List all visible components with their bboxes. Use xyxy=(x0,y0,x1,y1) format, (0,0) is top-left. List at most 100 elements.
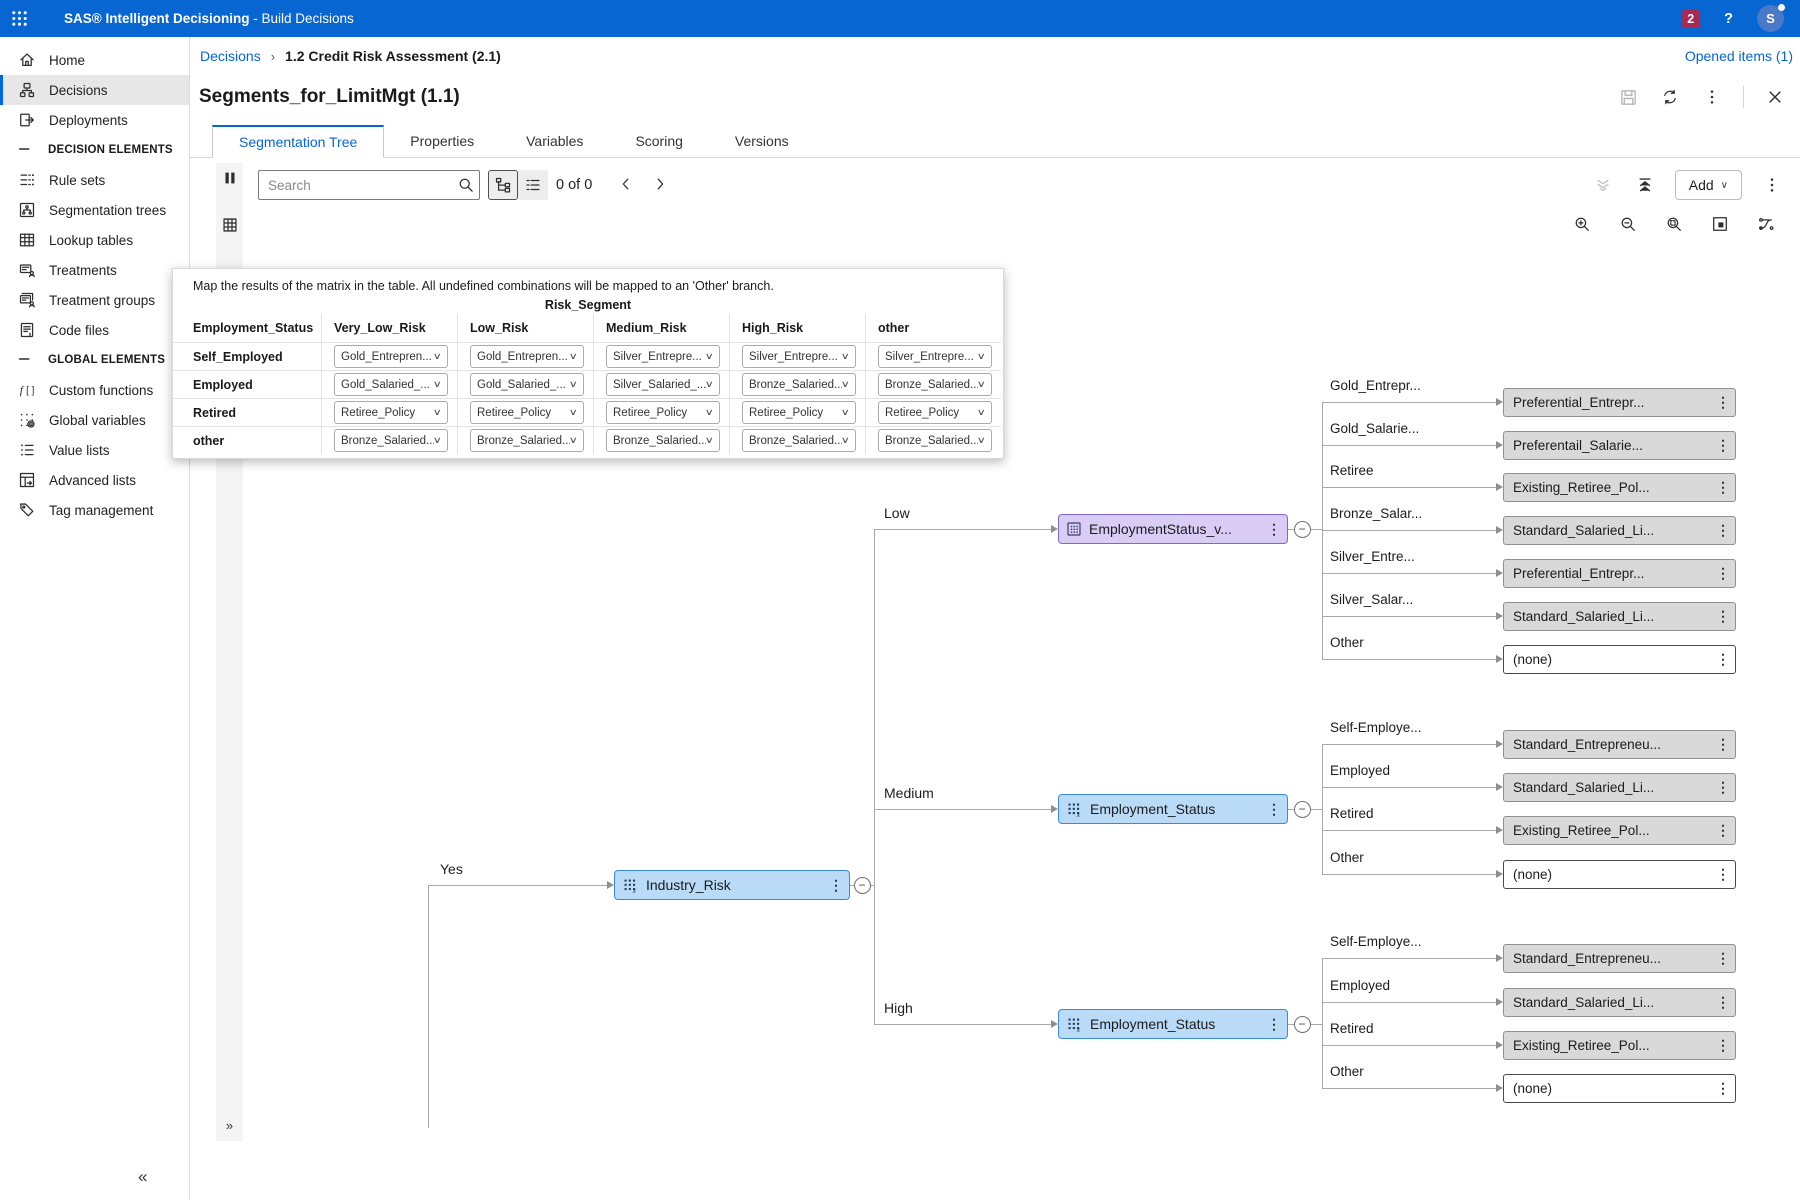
list-view-button[interactable] xyxy=(518,170,548,200)
leaf-menu-icon[interactable]: ⋮ xyxy=(1716,822,1730,838)
leaf-menu-icon[interactable]: ⋮ xyxy=(1716,651,1730,667)
sidebar-item-code-files[interactable]: Code files xyxy=(0,315,189,345)
leaf-menu-icon[interactable]: ⋮ xyxy=(1716,437,1730,453)
leaf-node[interactable]: Preferential_Entrepr...⋮ xyxy=(1503,388,1736,417)
save-icon[interactable] xyxy=(1617,86,1639,108)
sidebar-item-tag-management[interactable]: Tag management xyxy=(0,495,189,525)
leaf-node[interactable]: Standard_Salaried_Li...⋮ xyxy=(1503,988,1736,1017)
collapse-all-icon[interactable] xyxy=(1633,173,1657,197)
node-menu-icon[interactable]: ⋮ xyxy=(1267,1015,1281,1032)
sidebar-item-advanced-lists[interactable]: Advanced lists xyxy=(0,465,189,495)
tab-scoring[interactable]: Scoring xyxy=(635,132,683,149)
overview-icon[interactable] xyxy=(1708,212,1732,236)
node-menu-icon[interactable]: ⋮ xyxy=(1267,520,1281,537)
collapse-branch-icon[interactable]: − xyxy=(1293,520,1311,538)
leaf-node[interactable]: Standard_Salaried_Li...⋮ xyxy=(1503,602,1736,631)
leaf-menu-icon[interactable]: ⋮ xyxy=(1716,479,1730,495)
leaf-node[interactable]: Preferential_Entrepr...⋮ xyxy=(1503,559,1736,588)
zoom-fit-icon[interactable] xyxy=(1662,212,1686,236)
matrix-cell-dropdown[interactable]: Retiree_Policy∨ xyxy=(742,401,856,424)
sidebar-item-treatments[interactable]: Treatments xyxy=(0,255,189,285)
search-input[interactable] xyxy=(259,177,453,193)
leaf-menu-icon[interactable]: ⋮ xyxy=(1716,779,1730,795)
node-menu-icon[interactable]: ⋮ xyxy=(829,876,843,893)
sidebar-item-home[interactable]: Home xyxy=(0,45,189,75)
leaf-node[interactable]: Standard_Salaried_Li...⋮ xyxy=(1503,516,1736,545)
matrix-cell-dropdown[interactable]: Retiree_Policy∨ xyxy=(334,401,448,424)
tab-versions[interactable]: Versions xyxy=(734,132,789,149)
close-icon[interactable] xyxy=(1764,86,1786,108)
leaf-node[interactable]: Existing_Retiree_Pol...⋮ xyxy=(1503,816,1736,845)
matrix-cell-dropdown[interactable]: Bronze_Salaried...∨ xyxy=(334,429,448,452)
leaf-node[interactable]: Preferentail_Salarie...⋮ xyxy=(1503,431,1736,460)
matrix-cell-dropdown[interactable]: Retiree_Policy∨ xyxy=(470,401,584,424)
matrix-cell-dropdown[interactable]: Gold_Entrepren...∨ xyxy=(470,345,584,368)
matrix-cell-dropdown[interactable]: Bronze_Salaried...∨ xyxy=(470,429,584,452)
help-icon[interactable]: ? xyxy=(1724,10,1733,27)
sidebar-item-global-variables[interactable]: Global variables xyxy=(0,405,189,435)
sidebar-item-decisions[interactable]: Decisions xyxy=(0,75,189,105)
auto-layout-icon[interactable] xyxy=(1754,212,1778,236)
tab-segmentation-tree[interactable]: Segmentation Tree xyxy=(212,125,385,158)
filter-icon[interactable] xyxy=(1591,173,1615,197)
matrix-cell-dropdown[interactable]: Silver_Entrepre...∨ xyxy=(878,345,992,368)
matrix-cell-dropdown[interactable]: Silver_Entrepre...∨ xyxy=(742,345,856,368)
node-menu-icon[interactable]: ⋮ xyxy=(1267,800,1281,817)
leaf-menu-icon[interactable]: ⋮ xyxy=(1716,608,1730,624)
leaf-menu-icon[interactable]: ⋮ xyxy=(1716,866,1730,882)
sidebar-item-value-lists[interactable]: Value lists xyxy=(0,435,189,465)
tab-properties[interactable]: Properties xyxy=(410,132,475,149)
matrix-cell-dropdown[interactable]: Bronze_Salaried...∨ xyxy=(742,429,856,452)
panel-toggle-icon[interactable] xyxy=(216,163,243,192)
zoom-out-icon[interactable] xyxy=(1616,212,1640,236)
prev-match-icon[interactable] xyxy=(614,171,638,197)
leaf-menu-icon[interactable]: ⋮ xyxy=(1716,522,1730,538)
sidebar-item-deployments[interactable]: Deployments xyxy=(0,105,189,135)
matrix-cell-dropdown[interactable]: Gold_Salaried_...∨ xyxy=(334,373,448,396)
strip-expand-button[interactable]: » xyxy=(225,1118,234,1133)
collapse-branch-icon[interactable]: − xyxy=(1293,1015,1311,1033)
sidebar-item-treatment-groups[interactable]: Treatment groups xyxy=(0,285,189,315)
search-icon[interactable] xyxy=(453,176,479,194)
notification-badge[interactable]: 2 xyxy=(1681,9,1701,28)
matrix-cell-dropdown[interactable]: Silver_Entrepre...∨ xyxy=(606,345,720,368)
leaf-node[interactable]: (none)⋮ xyxy=(1503,860,1736,889)
matrix-cell-dropdown[interactable]: Gold_Entrepren...∨ xyxy=(334,345,448,368)
sidebar-item-segmentation-trees[interactable]: Segmentation trees xyxy=(0,195,189,225)
matrix-cell-dropdown[interactable]: Silver_Salaried_...∨ xyxy=(606,373,720,396)
tree-view-button[interactable] xyxy=(488,170,518,200)
leaf-node[interactable]: (none)⋮ xyxy=(1503,1074,1736,1103)
app-switcher-icon[interactable] xyxy=(0,0,38,37)
leaf-menu-icon[interactable]: ⋮ xyxy=(1716,394,1730,410)
leaf-menu-icon[interactable]: ⋮ xyxy=(1716,994,1730,1010)
leaf-node[interactable]: Standard_Salaried_Li...⋮ xyxy=(1503,773,1736,802)
toolbar-overflow-icon[interactable] xyxy=(1760,173,1784,197)
avatar[interactable]: S xyxy=(1757,4,1785,32)
add-button[interactable]: Add∨ xyxy=(1674,170,1742,200)
matrix-table-icon[interactable] xyxy=(216,210,243,239)
sidebar-item-rule-sets[interactable]: Rule sets xyxy=(0,165,189,195)
sidebar-item-custom-functions[interactable]: f[ ]Custom functions xyxy=(0,375,189,405)
leaf-menu-icon[interactable]: ⋮ xyxy=(1716,950,1730,966)
leaf-menu-icon[interactable]: ⋮ xyxy=(1716,1080,1730,1096)
tab-variables[interactable]: Variables xyxy=(526,132,584,149)
leaf-menu-icon[interactable]: ⋮ xyxy=(1716,736,1730,752)
matrix-cell-dropdown[interactable]: Gold_Salaried_...∨ xyxy=(470,373,584,396)
matrix-cell-dropdown[interactable]: Bronze_Salaried...∨ xyxy=(742,373,856,396)
leaf-menu-icon[interactable]: ⋮ xyxy=(1716,565,1730,581)
breadcrumb-decisions-link[interactable]: Decisions xyxy=(200,48,261,64)
overflow-menu-icon[interactable] xyxy=(1701,86,1723,108)
sidebar-item-lookup-tables[interactable]: Lookup tables xyxy=(0,225,189,255)
collapse-branch-icon[interactable]: − xyxy=(1293,800,1311,818)
sidebar-collapse-button[interactable]: « xyxy=(138,1167,148,1186)
zoom-in-icon[interactable] xyxy=(1570,212,1594,236)
matrix-cell-dropdown[interactable]: Bronze_Salaried...∨ xyxy=(878,429,992,452)
tree-node[interactable]: EmploymentStatus_v...⋮ xyxy=(1058,514,1288,544)
leaf-node[interactable]: Existing_Retiree_Pol...⋮ xyxy=(1503,1031,1736,1060)
matrix-cell-dropdown[interactable]: Retiree_Policy∨ xyxy=(878,401,992,424)
leaf-menu-icon[interactable]: ⋮ xyxy=(1716,1037,1730,1053)
leaf-node[interactable]: Standard_Entrepreneu...⋮ xyxy=(1503,730,1736,759)
next-match-icon[interactable] xyxy=(648,171,672,197)
